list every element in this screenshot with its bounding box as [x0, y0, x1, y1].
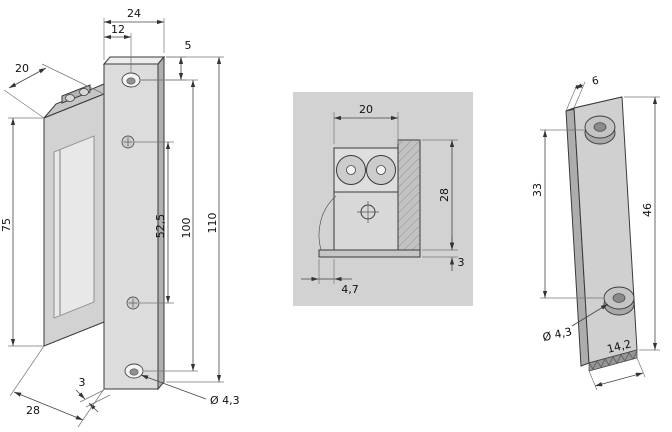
dim-label-dia-4-3: Ø 4,3 [210, 394, 240, 407]
dim-label-sec-3: 3 [458, 256, 465, 269]
dim-side-hole-spacing: 33 [531, 129, 604, 299]
side-leader-hole-diameter: Ø 4,3 [541, 303, 609, 344]
dim-keeper-width: 20 [333, 103, 399, 144]
dim-side-height: 46 [624, 96, 660, 351]
dim-label-46: 46 [641, 203, 654, 217]
side-view: 6 33 46 Ø 4,3 14,2 [531, 74, 660, 391]
dim-label-sec-20: 20 [359, 103, 373, 116]
boss-bottom-hole [612, 293, 626, 303]
terminal-screw-1 [65, 94, 75, 102]
dim-label-52-5: 52,5 [154, 214, 167, 239]
dim-label-3: 3 [79, 376, 86, 389]
dim-label-14-2: 14,2 [606, 337, 633, 356]
dim-screw-spacing: 52,5 [135, 141, 174, 304]
dim-label-24: 24 [127, 7, 141, 20]
dim-label-5: 5 [185, 39, 192, 52]
latch-recess [53, 135, 95, 319]
dim-body-height: 75 [0, 117, 44, 347]
dim-hole-to-edge: 12 [104, 23, 132, 72]
plate-front-face [103, 63, 159, 390]
dim-label-110: 110 [206, 213, 219, 234]
dim-side-thickness: 6 [565, 74, 600, 112]
bottom-mount-hole-bore [129, 368, 139, 376]
dim-label-4-7: 4,7 [341, 283, 359, 296]
roller-left-pin [346, 165, 356, 175]
crosshair-marker [357, 201, 379, 223]
side-wall-hatch [398, 140, 420, 252]
boss-bottom [603, 286, 635, 316]
dim-label-side-dia: Ø 4,3 [541, 325, 573, 344]
dim-lip-offset: 4,7 [301, 259, 359, 296]
dim-label-sec-28: 28 [438, 188, 451, 202]
section-view: 20 28 3 4,7 [293, 92, 473, 306]
dim-hole-spacing: 100 [141, 79, 198, 372]
philips-screw-lower [126, 296, 140, 310]
dim-label-20: 20 [15, 62, 29, 75]
dim-side-width: 14,2 [588, 337, 646, 391]
dim-label-100: 100 [180, 218, 193, 239]
plate-top-face [102, 56, 166, 65]
serration-teeth [588, 350, 638, 370]
top-mount-hole-bore [126, 77, 136, 85]
lower-body [333, 191, 399, 251]
front-view: 24 12 5 20 75 [0, 7, 240, 428]
dim-label-6: 6 [591, 74, 600, 87]
dim-plate-height: 110 [166, 56, 224, 383]
boss-top [584, 115, 616, 145]
terminal-screw-2 [79, 88, 89, 96]
dim-label-28: 28 [26, 404, 40, 417]
dim-label-33: 33 [531, 183, 544, 197]
dim-label-75: 75 [0, 218, 13, 232]
leader-hole-diameter: Ø 4,3 [140, 374, 240, 407]
latch-swing-arc [318, 195, 337, 251]
dim-total-depth: 28 [9, 345, 105, 428]
philips-screw-upper [121, 135, 135, 149]
bottom-lip [318, 249, 421, 258]
dim-label-12: 12 [111, 23, 125, 36]
dim-lip-thickness: 3 [422, 236, 465, 271]
dim-section-height: 28 [422, 139, 458, 251]
roller-right-pin [376, 165, 386, 175]
boss-top-hole [593, 122, 607, 132]
dim-body-depth: 20 [3, 62, 105, 119]
